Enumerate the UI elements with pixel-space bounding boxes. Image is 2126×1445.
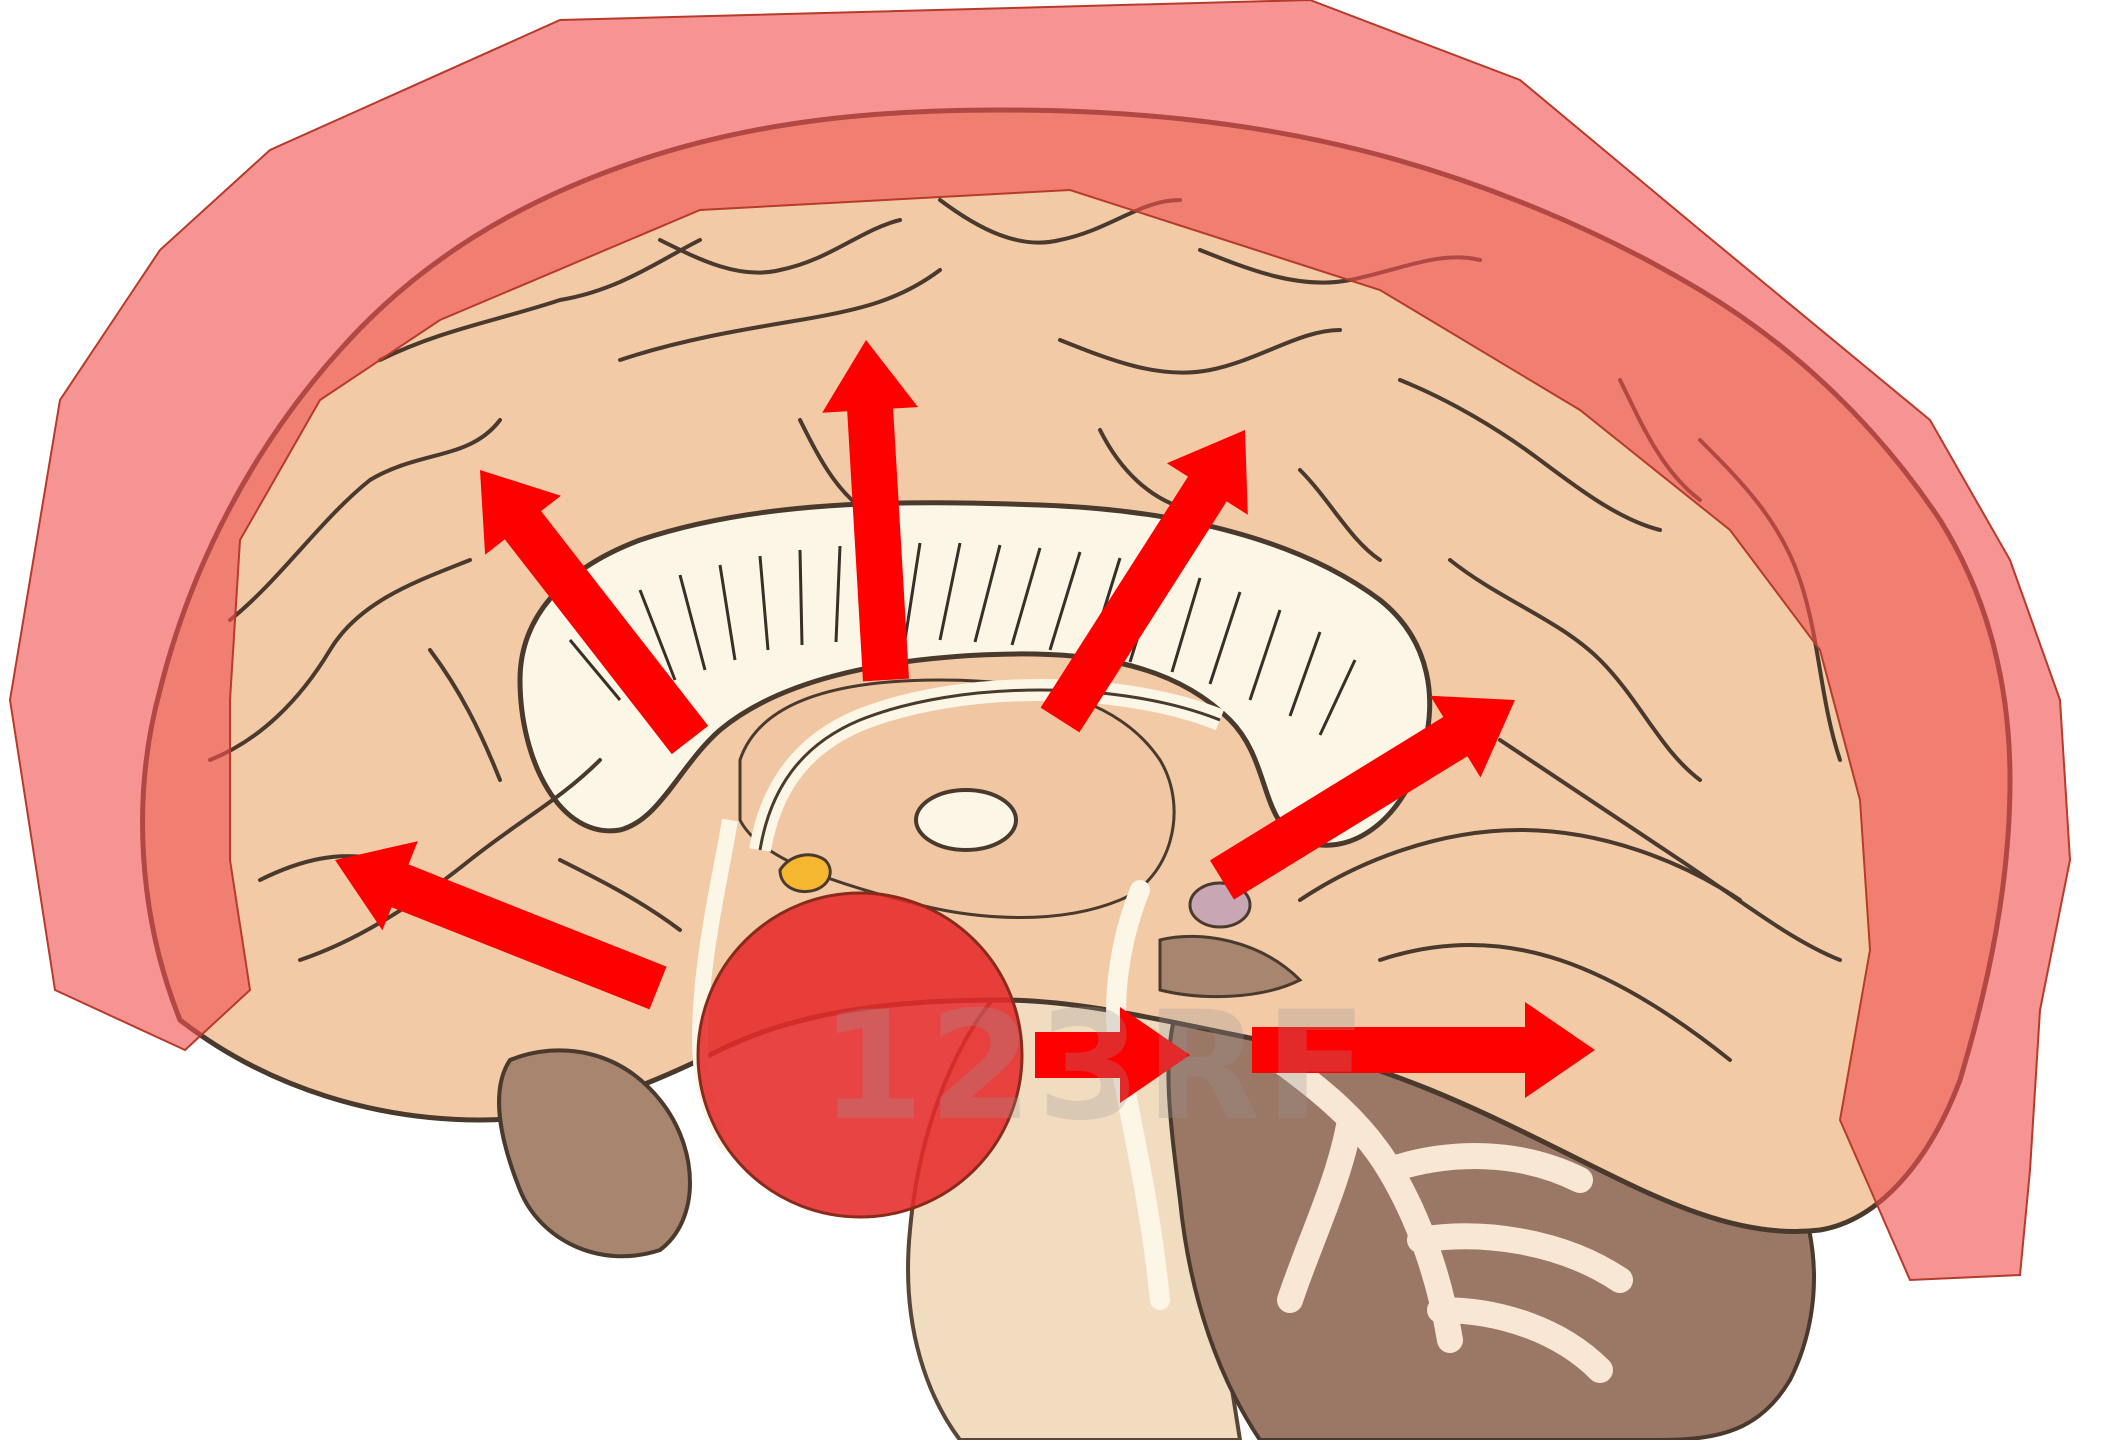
- watermark: 123RF: [820, 980, 1371, 1154]
- hypothalamus-dark: [499, 1050, 690, 1256]
- optic-chiasm: [780, 855, 830, 892]
- interthalamic-adhesion: [916, 790, 1016, 850]
